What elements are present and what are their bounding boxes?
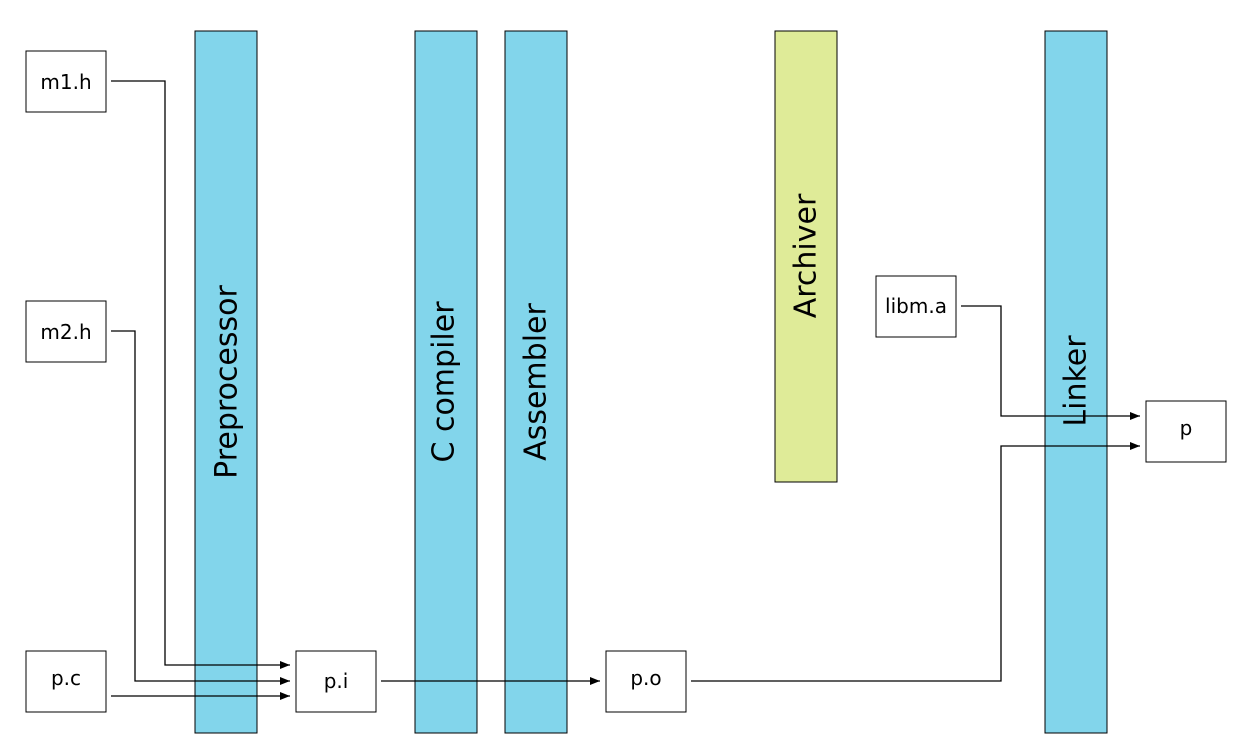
file-m2-h-label: m2.h: [40, 320, 91, 344]
file-p-c-box: [25, 650, 107, 713]
wire-po-to-p: [691, 442, 1140, 682]
file-m2-h-box: [25, 300, 107, 363]
wire-m1h-to-pi: [111, 80, 290, 669]
preprocessor-bar: [194, 30, 258, 734]
archiver-label: Archiver: [789, 193, 824, 318]
archiver-bar: [774, 30, 838, 483]
tool-c-compiler: C compiler: [414, 30, 478, 734]
file-p-box: [1145, 400, 1227, 463]
file-m1-h-box: [25, 50, 107, 113]
tool-archiver: Archiver: [774, 30, 838, 483]
file-p-c: p.c: [25, 650, 107, 713]
file-m1-h-label: m1.h: [40, 70, 91, 94]
linker-label: Linker: [1059, 335, 1094, 427]
connections: [111, 80, 1140, 700]
tool-preprocessor: Preprocessor: [194, 30, 258, 734]
file-m1-h: m1.h: [25, 50, 107, 113]
assembler-bar: [504, 30, 568, 734]
file-p-i-label: p.i: [324, 669, 349, 693]
file-p-o-label: p.o: [630, 666, 661, 690]
tool-assembler: Assembler: [504, 30, 568, 734]
file-m2-h: m2.h: [25, 300, 107, 363]
file-p-label: p: [1180, 416, 1193, 440]
tool-linker: Linker: [1044, 30, 1108, 734]
file-p-i: p.i: [295, 650, 377, 713]
file-p: p: [1145, 400, 1227, 463]
file-p-c-label: p.c: [51, 666, 81, 690]
file-p-i-box: [295, 650, 377, 713]
wire-m2h-to-pi: [111, 330, 290, 685]
linker-bar: [1044, 30, 1108, 734]
file-p-o-box: [605, 650, 687, 713]
file-libm-a: libm.a: [875, 275, 957, 338]
wire-libma-to-p: [961, 305, 1140, 420]
file-libm-a-label: libm.a: [885, 294, 947, 318]
assembler-label: Assembler: [519, 303, 554, 461]
preprocessor-label: Preprocessor: [210, 285, 245, 479]
c-compiler-bar: [414, 30, 478, 734]
c-compiler-label: C compiler: [427, 301, 462, 463]
file-p-o: p.o: [605, 650, 687, 713]
file-libm-a-box: [875, 275, 957, 338]
